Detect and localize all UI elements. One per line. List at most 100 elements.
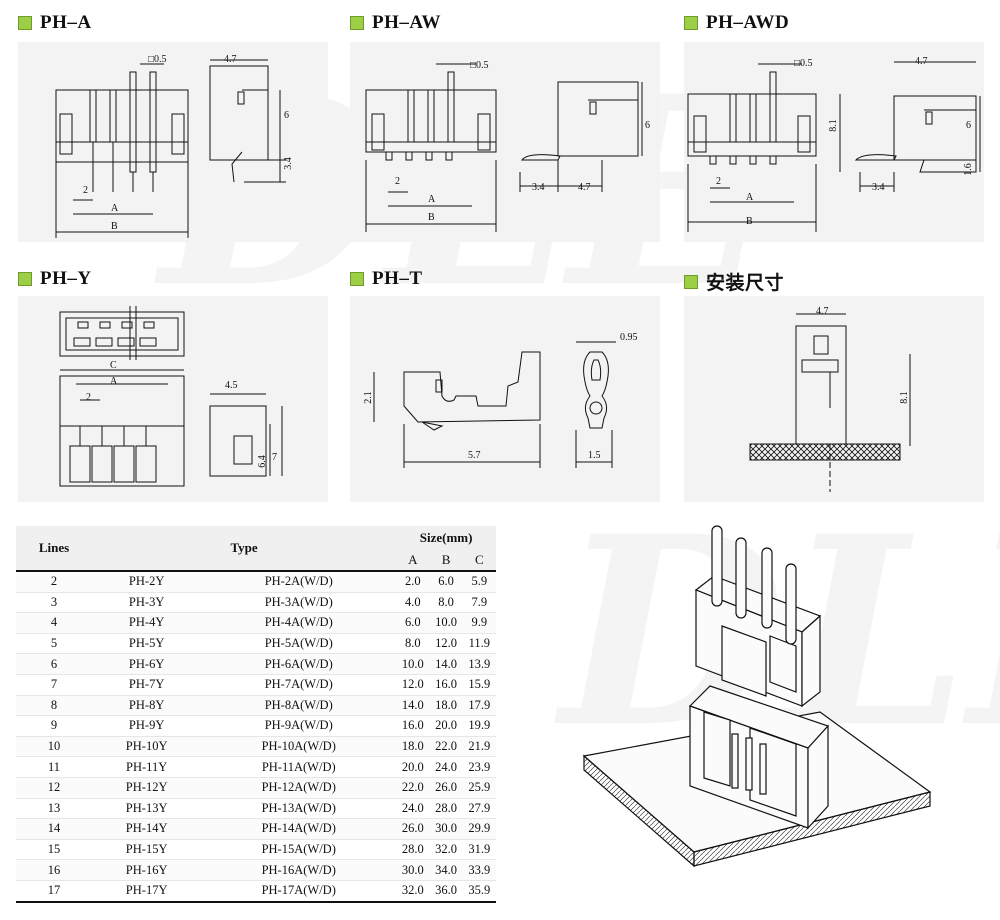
cell-a: 12.0 xyxy=(401,677,424,692)
cell-lines: 9 xyxy=(50,718,58,733)
cell-a: 6.0 xyxy=(404,615,421,630)
cell-c: 9.9 xyxy=(471,615,488,630)
header-lines: Lines xyxy=(16,526,92,571)
drawing-ph-t xyxy=(373,341,616,468)
cell-b: 36.0 xyxy=(435,883,457,898)
cell-type-a: PH-15A(W/D) xyxy=(261,842,336,857)
dim-a: A xyxy=(428,194,436,205)
cell-type-y: PH-2Y xyxy=(128,574,165,589)
cell-type-y: PH-10Y xyxy=(125,739,168,754)
dim-pin-length: 3.4 xyxy=(282,157,294,170)
dim-width: 4.7 xyxy=(816,306,829,317)
dim-a: A xyxy=(746,192,754,203)
cell-lines: 4 xyxy=(50,615,58,630)
cell-type-a: PH-3A(W/D) xyxy=(264,594,333,609)
drawing-ph-a xyxy=(55,59,286,238)
cell-b: 28.0 xyxy=(435,800,457,815)
cell-b: 22.0 xyxy=(435,739,457,754)
cell-type-a: PH-14A(W/D) xyxy=(261,821,336,836)
bullet-square-icon xyxy=(350,16,364,30)
dim-pin-size: □0.5 xyxy=(148,54,167,65)
dim-height-1: 6.4 xyxy=(256,455,268,468)
dim-pin-size: □0.5 xyxy=(470,60,489,71)
bullet-square-icon xyxy=(18,272,32,286)
drawing-install xyxy=(749,313,911,492)
cell-lines: 8 xyxy=(50,697,58,712)
cell-b: 24.0 xyxy=(435,759,457,774)
section-ph-aw: PH–AW xyxy=(350,12,441,34)
cell-lines: 16 xyxy=(47,862,61,877)
bullet-square-icon xyxy=(18,16,32,30)
dim-width: 4.5 xyxy=(225,380,238,391)
cell-type-a: PH-6A(W/D) xyxy=(264,656,333,671)
cell-type-y: PH-15Y xyxy=(125,842,168,857)
cell-a: 14.0 xyxy=(401,697,424,712)
dim-b: B xyxy=(111,221,118,232)
cell-type-a: PH-9A(W/D) xyxy=(264,718,333,733)
cell-lines: 2 xyxy=(50,574,58,589)
bullet-square-icon xyxy=(350,272,364,286)
cell-a: 10.0 xyxy=(401,656,424,671)
cell-lines: 7 xyxy=(50,677,58,692)
dim-width: 4.7 xyxy=(915,56,928,67)
dim-height: 8.1 xyxy=(898,391,910,404)
drawing-ph-y xyxy=(59,306,283,487)
cell-c: 17.9 xyxy=(468,697,491,712)
cell-type-y: PH-7Y xyxy=(128,677,165,692)
dim-a: A xyxy=(111,203,119,214)
cell-lines: 14 xyxy=(47,821,61,836)
cell-a: 32.0 xyxy=(401,883,424,898)
dim-height: 6 xyxy=(966,120,971,131)
connector-3d-illustration xyxy=(582,525,932,868)
cell-lines: 13 xyxy=(47,800,61,815)
dim-pin-size: □0.5 xyxy=(794,58,813,69)
dim-total-height: 8.1 xyxy=(827,119,839,132)
bullet-square-icon xyxy=(684,16,698,30)
section-title: PH–AW xyxy=(372,12,441,33)
dim-height: 6 xyxy=(284,110,289,121)
cell-type-y: PH-9Y xyxy=(128,718,165,733)
cell-c: 5.9 xyxy=(471,574,488,589)
cell-type-y: PH-4Y xyxy=(128,615,165,630)
drawing-panel-ph-t xyxy=(350,296,660,502)
drawing-ph-aw xyxy=(365,63,643,232)
cell-type-y: PH-13Y xyxy=(125,800,168,815)
dim-width-1: 3.4 xyxy=(532,182,545,193)
cell-a: 22.0 xyxy=(401,780,424,795)
cell-type-y: PH-6Y xyxy=(128,656,165,671)
cell-type-a: PH-10A(W/D) xyxy=(261,739,336,754)
cell-type-a: PH-2A(W/D) xyxy=(264,574,333,589)
cell-c: 27.9 xyxy=(468,800,491,815)
dim-c: C xyxy=(110,360,117,371)
cell-c: 19.9 xyxy=(468,718,491,733)
cell-type-y: PH-8Y xyxy=(128,697,165,712)
cell-b: 10.0 xyxy=(435,615,457,630)
cell-c: 11.9 xyxy=(468,636,491,651)
cell-type-y: PH-5Y xyxy=(128,636,165,651)
cell-c: 21.9 xyxy=(468,739,491,754)
dim-b: B xyxy=(428,212,435,223)
cell-lines: 15 xyxy=(47,842,61,857)
dim-pitch: 2 xyxy=(83,185,88,196)
cell-a: 8.0 xyxy=(404,636,421,651)
section-title: PH–A xyxy=(40,12,92,33)
dim-height: 2.1 xyxy=(362,391,374,404)
cell-a: 18.0 xyxy=(401,739,424,754)
cell-a: 26.0 xyxy=(401,821,424,836)
cell-type-a: PH-16A(W/D) xyxy=(261,862,336,877)
cell-a: 16.0 xyxy=(401,718,424,733)
cell-lines: 5 xyxy=(50,636,58,651)
dim-width-1: 3.4 xyxy=(872,182,885,193)
cell-c: 15.9 xyxy=(468,677,491,692)
cell-type-y: PH-17Y xyxy=(125,883,168,898)
